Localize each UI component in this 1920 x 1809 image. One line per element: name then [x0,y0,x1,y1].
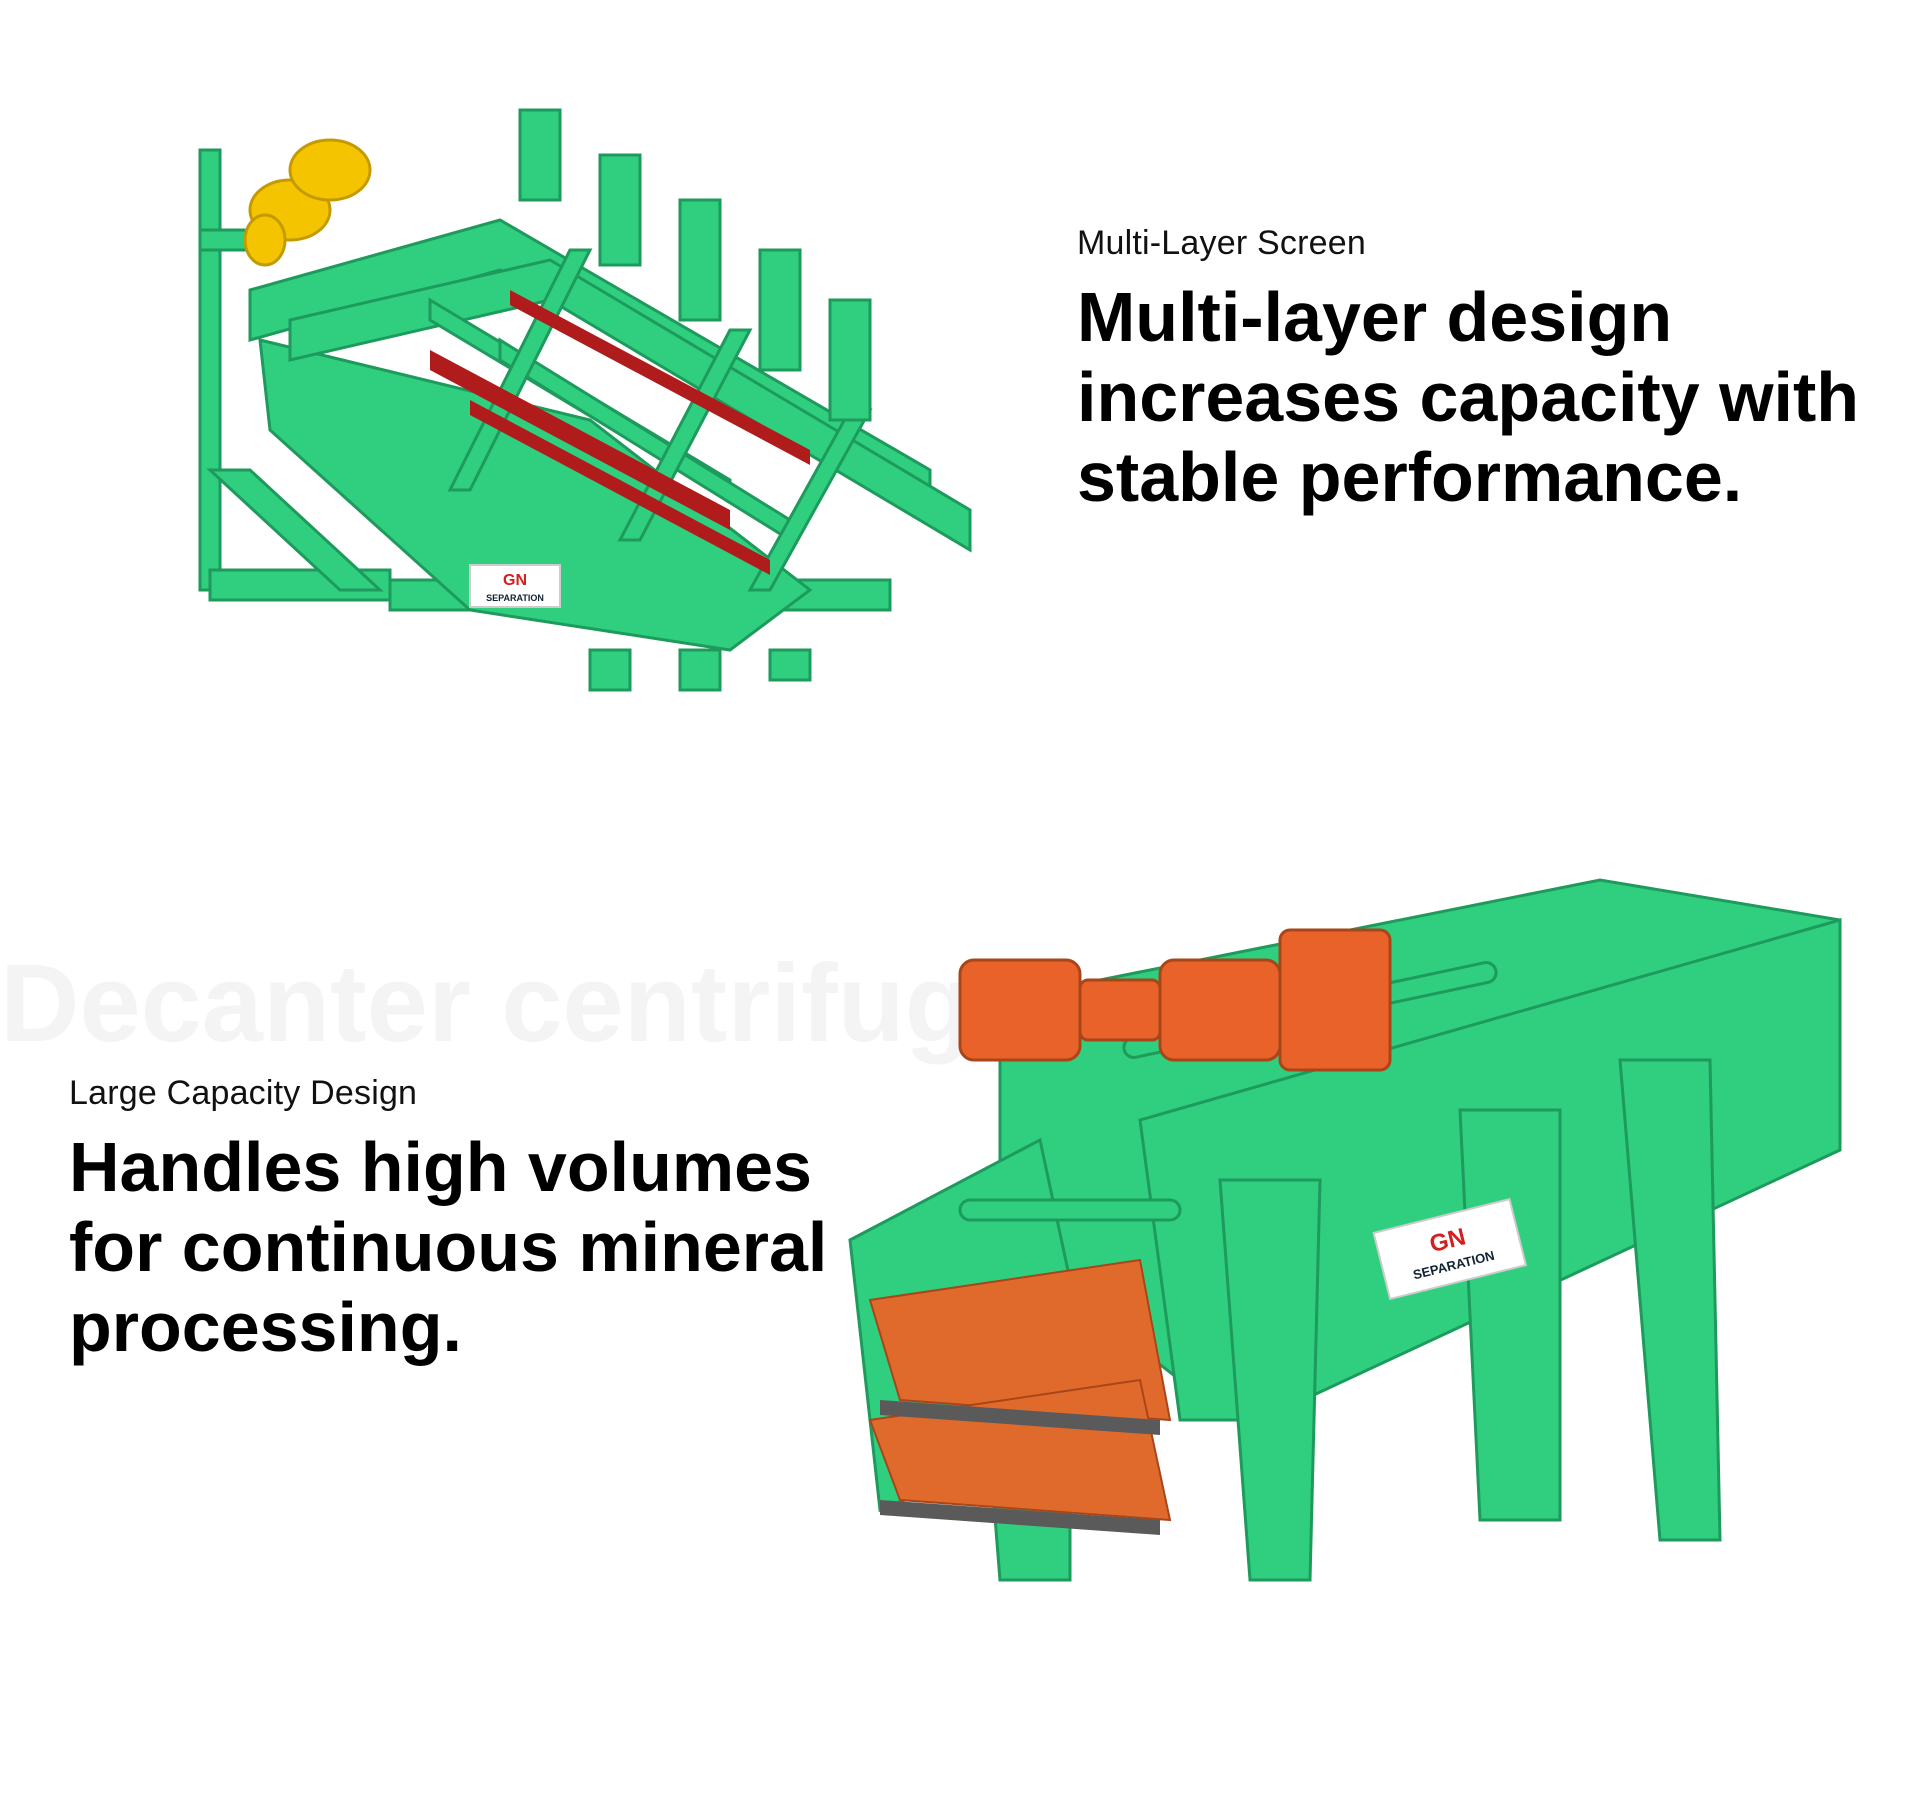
svg-text:SEPARATION: SEPARATION [486,593,544,603]
gn-logo-plate-2: GN SEPARATION [1372,1197,1528,1301]
headline-line: Handles high volumes [69,1128,812,1206]
section-eyebrow: Multi-Layer Screen [1077,224,1366,262]
headline-line: stable performance. [1077,438,1743,516]
headline-line: for continuous mineral [69,1208,828,1286]
headline-line: processing. [69,1288,462,1366]
background-watermark: Decanter centrifuge [0,942,1034,1065]
section-headline: Handles high volumes for continuous mine… [69,1127,869,1367]
headline-line: Multi-layer design [1077,278,1673,356]
headline-line: increases capacity with [1077,358,1860,436]
section-eyebrow: Large Capacity Design [69,1074,418,1112]
multi-layer-screen-section: Multi-Layer Screen Multi-layer design in… [1077,224,1877,517]
section-headline: Multi-layer design increases capacity wi… [1077,277,1877,517]
large-vibrating-screen-image: GN SEPARATION [848,878,1842,1582]
gn-logo-plate-1: GN SEPARATION [469,564,561,608]
multi-layer-screen-image: GN SEPARATION [198,108,972,692]
large-capacity-section: Large Capacity Design Handles high volum… [69,1074,869,1367]
svg-text:GN: GN [503,572,527,589]
